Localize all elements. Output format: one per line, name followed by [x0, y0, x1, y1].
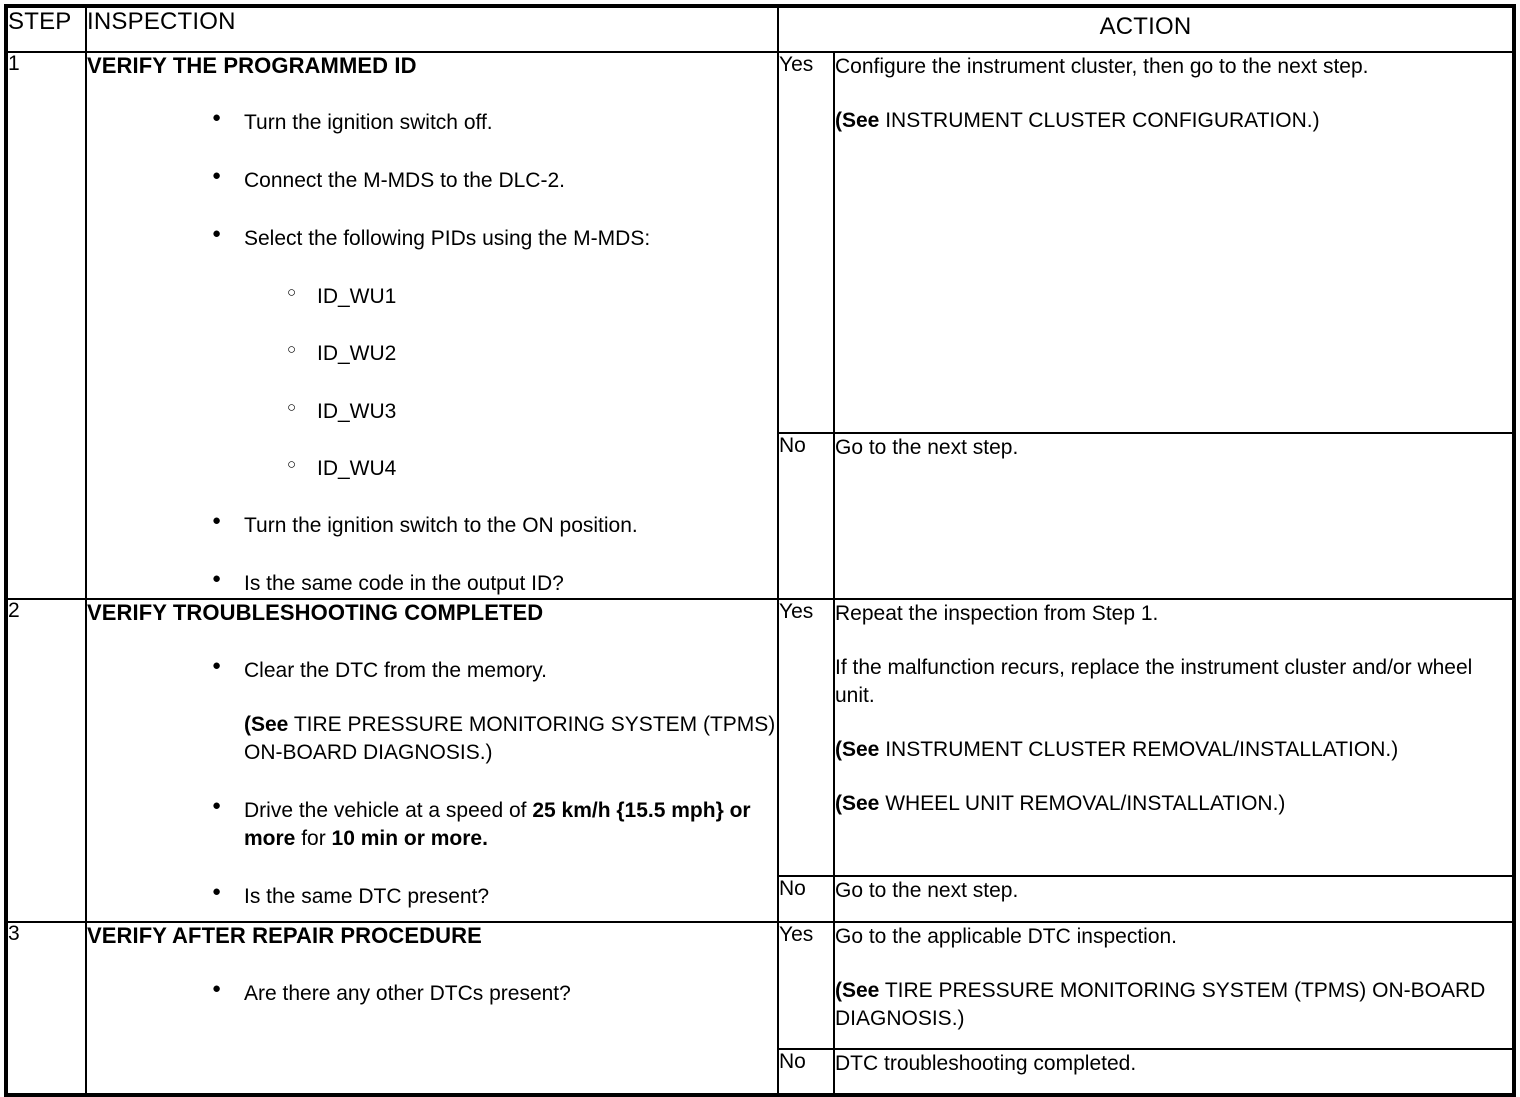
pid-sub-list: ID_WU1 ID_WU2 ID_WU3 ID_WU4 [87, 283, 777, 482]
list-item: Turn the ignition switch off. [87, 108, 777, 137]
action-cell-step1-yes: Configure the instrument cluster, then g… [833, 50, 1515, 435]
answer-label-yes: Yes [777, 598, 835, 878]
list-item: Connect the M-MDS to the DLC-2. [87, 166, 777, 195]
inspection-reference: (See TIRE PRESSURE MONITORING SYSTEM (TP… [87, 711, 777, 768]
see-reference-text: INSTRUMENT CLUSTER CONFIGURATION.) [879, 109, 1320, 133]
action-text: Go to the next step. [835, 879, 1019, 903]
see-reference-text: TIRE PRESSURE MONITORING SYSTEM (TPMS) O… [244, 712, 776, 764]
list-item: Is the same DTC present? [87, 882, 777, 911]
see-keyword: (See [835, 792, 880, 816]
see-keyword: (See [244, 712, 289, 736]
see-keyword: (See [835, 109, 880, 133]
header-action: ACTION [777, 5, 1515, 53]
list-item: ID_WU1 [87, 283, 777, 310]
action-text: DTC troubleshooting completed. [835, 1052, 1137, 1076]
action-text: Configure the instrument cluster, then g… [835, 55, 1369, 78]
list-item: Select the following PIDs using the M-MD… [87, 224, 777, 253]
table-row: 3 VERIFY AFTER REPAIR PROCEDURE Are ther… [5, 921, 1515, 1097]
inspection-bullet-list: Clear the DTC from the memory. [87, 656, 777, 685]
inspection-bullet-list: Are there any other DTCs present? [87, 979, 777, 1008]
action-cell-step1-no: Go to the next step. [833, 432, 1515, 601]
inspection-title: VERIFY THE PROGRAMMED ID [87, 53, 417, 78]
list-item: Turn the ignition switch to the ON posit… [87, 511, 777, 540]
header-step: STEP [5, 5, 87, 53]
action-reference: (See WHEEL UNIT REMOVAL/INSTALLATION.) [835, 790, 1512, 817]
inspection-bullet-list-drive: Drive the vehicle at a speed of 25 km/h … [87, 796, 777, 911]
step-number: 3 [5, 921, 87, 1097]
inspection-cell-step3: VERIFY AFTER REPAIR PROCEDURE Are there … [85, 921, 779, 1097]
step-number: 1 [5, 50, 87, 601]
table-row: 1 VERIFY THE PROGRAMMED ID Turn the igni… [5, 50, 1515, 601]
list-item: Clear the DTC from the memory. [87, 656, 777, 685]
drive-bold-ormore: or more [244, 799, 751, 851]
see-reference-text: WHEEL UNIT REMOVAL/INSTALLATION.) [879, 792, 1286, 816]
list-item: ID_WU4 [87, 455, 777, 482]
drive-bold-duration: 10 min or more. [331, 827, 488, 851]
step-number: 2 [5, 598, 87, 924]
diagnostic-table-page: STEP INSPECTION ACTION 1 VERIFY THE PROG… [0, 4, 1520, 1097]
action-text: If the malfunction recurs, replace the i… [835, 656, 1473, 707]
see-reference-text: TIRE PRESSURE MONITORING SYSTEM (TPMS) O… [835, 979, 1486, 1030]
table-row: No Go to the next step. [6, 875, 1515, 924]
inspection-title: VERIFY TROUBLESHOOTING COMPLETED [87, 600, 544, 626]
answer-label-yes: Yes [777, 50, 835, 435]
inspection-bullet-list-after: Turn the ignition switch to the ON posit… [87, 511, 777, 598]
action-reference: (See INSTRUMENT CLUSTER CONFIGURATION.) [835, 107, 1512, 134]
list-item: Are there any other DTCs present? [87, 979, 777, 1008]
action-cell-step2-yes: Repeat the inspection from Step 1. If th… [833, 598, 1515, 878]
action-cell-step3-yes: Go to the applicable DTC inspection. (Se… [833, 921, 1515, 1051]
inspection-title: VERIFY AFTER REPAIR PROCEDURE [87, 923, 482, 949]
action-text: Repeat the inspection from Step 1. [835, 602, 1159, 626]
list-item-drive: Drive the vehicle at a speed of 25 km/h … [87, 796, 777, 853]
answer-label-no: No [777, 432, 835, 601]
action-reference: (See INSTRUMENT CLUSTER REMOVAL/INSTALLA… [835, 736, 1512, 763]
inspection-bullet-list: Turn the ignition switch off. Connect th… [87, 108, 777, 253]
drive-bold-speed: 25 km/h {15.5 mph} [532, 799, 724, 823]
drive-plain-1: Drive the vehicle at a speed of [244, 799, 533, 823]
inspection-cell-step1: VERIFY THE PROGRAMMED ID Turn the igniti… [85, 50, 779, 601]
dtc-troubleshooting-table: STEP INSPECTION ACTION 1 VERIFY THE PROG… [4, 4, 1516, 1097]
table-row: 2 VERIFY TROUBLESHOOTING COMPLETED Clear… [5, 598, 1515, 924]
answer-label-yes: Yes [777, 921, 835, 1051]
answer-label-no: No [777, 875, 835, 924]
header-inspection: INSPECTION [85, 5, 779, 53]
answer-label-no: No [777, 1048, 835, 1097]
list-item: Is the same code in the output ID? [87, 569, 777, 598]
table-row: No Go to the next step. [6, 432, 1515, 601]
action-cell-step2-no: Go to the next step. [833, 875, 1515, 924]
action-reference: (See TIRE PRESSURE MONITORING SYSTEM (TP… [835, 977, 1512, 1032]
see-reference-text: INSTRUMENT CLUSTER REMOVAL/INSTALLATION.… [879, 738, 1399, 762]
action-text: Go to the applicable DTC inspection. [835, 925, 1178, 949]
see-keyword: (See [835, 738, 880, 762]
see-keyword: (See [835, 979, 880, 1003]
action-cell-step3-no: DTC troubleshooting completed. [833, 1048, 1515, 1097]
list-item: ID_WU2 [87, 340, 777, 367]
header-action-label: ACTION [1099, 13, 1192, 40]
drive-plain-2: for [295, 827, 332, 851]
action-text: Go to the next step. [835, 436, 1019, 460]
list-item: ID_WU3 [87, 398, 777, 425]
table-header-row: STEP INSPECTION ACTION [5, 5, 1515, 53]
inspection-cell-step2: VERIFY TROUBLESHOOTING COMPLETED Clear t… [85, 598, 779, 924]
